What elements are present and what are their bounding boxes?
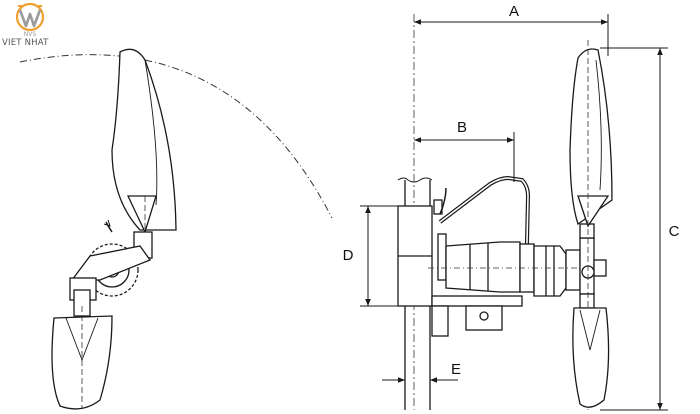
dimension-c-label: C xyxy=(669,223,680,240)
left-cable xyxy=(105,221,113,233)
dimension-e-label: E xyxy=(451,361,461,378)
motor-body xyxy=(437,233,581,297)
dimension-a-label: A xyxy=(509,3,519,20)
right-cable xyxy=(439,187,447,215)
brand-logo: NVS VIET NHAT xyxy=(2,2,62,50)
left-hub-assembly xyxy=(69,231,153,317)
right-upper-blade xyxy=(569,48,613,228)
dimension-d-label: D xyxy=(343,247,354,264)
logo-mark-icon: NVS xyxy=(15,2,45,38)
logo-text: VIET NHAT xyxy=(2,38,49,48)
swing-arc xyxy=(19,54,333,219)
dimension-a xyxy=(414,14,609,56)
mounting-mast xyxy=(397,180,433,410)
right-lower-blade xyxy=(572,307,610,408)
right-hub xyxy=(579,223,607,309)
left-upper-blade xyxy=(111,48,177,234)
logo-mark-text: NVS xyxy=(24,31,37,38)
dimension-b xyxy=(414,132,515,182)
dimension-d xyxy=(360,205,398,307)
dimension-c xyxy=(600,47,668,411)
dimension-b-label: B xyxy=(457,119,467,136)
